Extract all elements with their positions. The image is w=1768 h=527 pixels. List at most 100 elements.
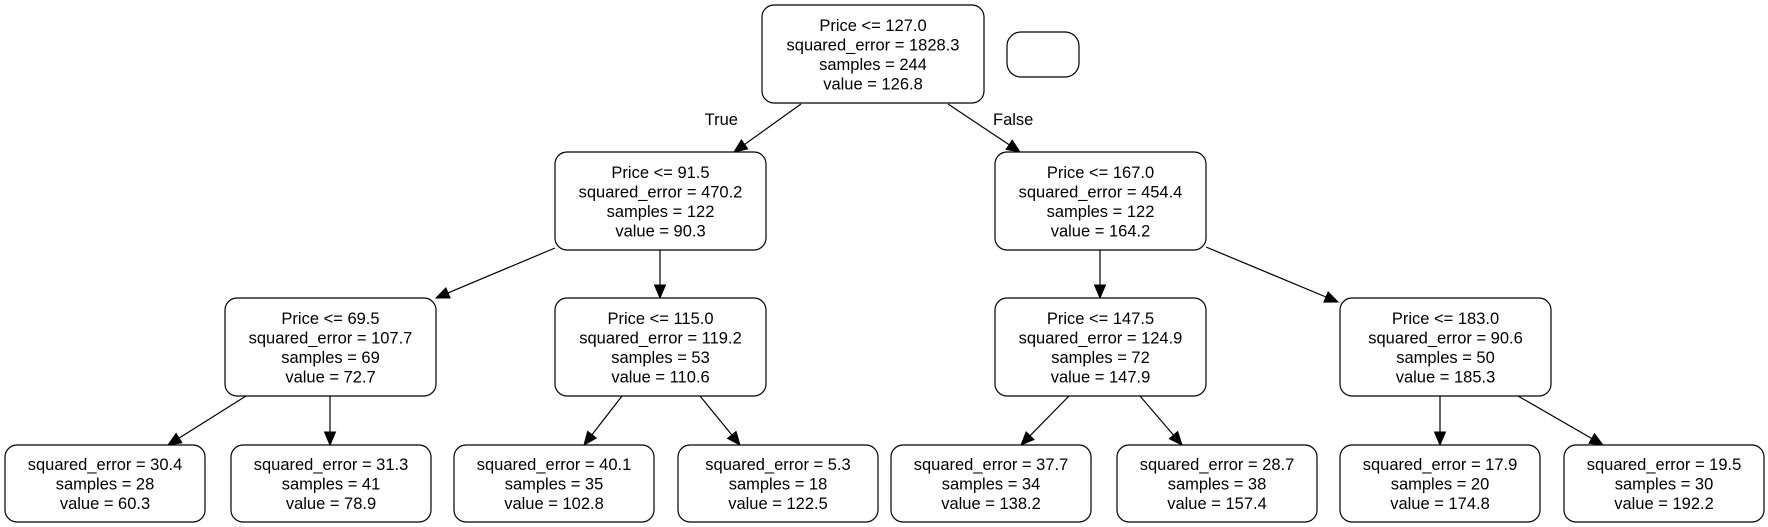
- node-text-line: value = 110.6: [611, 368, 709, 386]
- node-text-line: squared_error = 107.7: [249, 329, 413, 347]
- node-text-line: squared_error = 31.3: [254, 456, 409, 474]
- edge-n1-n3: [434, 247, 556, 299]
- arrowhead: [1323, 291, 1340, 303]
- arrowhead: [653, 284, 667, 300]
- arrowhead: [1020, 430, 1035, 446]
- node-text-line: samples = 30: [1615, 476, 1714, 494]
- node-text-line: samples = 69: [281, 349, 380, 367]
- node-text-line: samples = 122: [607, 203, 715, 221]
- arrowhead: [323, 431, 337, 447]
- node-box: [761, 4, 985, 104]
- node-text-line: value = 102.8: [504, 495, 604, 513]
- node-text-line: value = 147.9: [1051, 368, 1151, 386]
- node-box: [230, 444, 432, 523]
- node-text-line: Price <= 127.0: [819, 17, 926, 35]
- node-text-line: squared_error = 1828.3: [787, 36, 960, 54]
- node-box: [1116, 444, 1318, 523]
- node-text-line: Price <= 115.0: [607, 310, 713, 328]
- edge-n5-n12: [1139, 395, 1183, 446]
- node-box: [453, 444, 655, 523]
- node-text-line: Price <= 167.0: [1047, 164, 1154, 182]
- arrowhead: [1588, 432, 1605, 446]
- edge-line: [447, 247, 556, 294]
- node-text-line: squared_error = 90.6: [1368, 329, 1523, 347]
- edge-line: [1517, 395, 1593, 440]
- edge-label: False: [993, 111, 1033, 129]
- legend-box: [1006, 31, 1080, 78]
- arrowhead: [1433, 431, 1447, 447]
- node-text-line: samples = 35: [505, 476, 604, 494]
- edge-n4-n10: [699, 395, 741, 446]
- edge-n3-n8: [323, 396, 337, 447]
- node-text-line: squared_error = 19.5: [1587, 456, 1742, 474]
- edge-n3-n7: [166, 395, 247, 446]
- node-box: [554, 151, 767, 251]
- node-box: [1339, 444, 1541, 523]
- arrowhead: [1093, 284, 1107, 300]
- edge-n2-n6: [1205, 246, 1340, 303]
- edge-n4-n9: [583, 395, 623, 447]
- node-box: [1563, 444, 1765, 523]
- node-box: [554, 297, 767, 397]
- edge-label: True: [705, 111, 738, 129]
- node-text-line: Price <= 69.5: [281, 310, 379, 328]
- node-text-line: squared_error = 40.1: [477, 456, 632, 474]
- node-box: [994, 297, 1207, 397]
- node-text-line: samples = 50: [1396, 349, 1495, 367]
- node-text-line: squared_error = 124.9: [1019, 329, 1183, 347]
- edge-n0-n2: False: [947, 103, 1033, 153]
- node-text-line: value = 138.2: [941, 495, 1041, 513]
- edges-layer: True False: [166, 103, 1605, 447]
- node-text-line: samples = 53: [611, 349, 710, 367]
- node-text-line: squared_error = 454.4: [1019, 183, 1183, 201]
- node-text-line: value = 78.9: [286, 495, 376, 513]
- node-text-line: squared_error = 17.9: [1363, 456, 1518, 474]
- node-text-line: samples = 38: [1168, 476, 1267, 494]
- node-text-line: samples = 244: [819, 56, 927, 74]
- node-box: [224, 297, 437, 397]
- arrowhead: [726, 430, 741, 446]
- node-text-line: samples = 34: [942, 476, 1041, 494]
- edge-line: [1205, 246, 1327, 298]
- edge-n2-n5: [1093, 250, 1107, 300]
- arrowhead: [1005, 139, 1022, 153]
- node-text-line: squared_error = 119.2: [579, 329, 742, 347]
- node-text-line: samples = 18: [729, 476, 828, 494]
- edge-line: [591, 395, 623, 436]
- edge-n6-n13: [1433, 396, 1447, 447]
- node-text-line: squared_error = 30.4: [28, 456, 183, 474]
- edge-line: [947, 103, 1010, 146]
- arrowhead: [166, 432, 183, 446]
- node-box: [4, 444, 206, 523]
- arrowhead: [732, 139, 749, 153]
- edge-line: [699, 395, 733, 436]
- node-text-line: value = 90.3: [615, 222, 705, 240]
- node-box: [1006, 31, 1080, 78]
- node-text-line: value = 164.2: [1051, 222, 1151, 240]
- node-text-line: value = 185.3: [1396, 368, 1496, 386]
- arrowhead: [434, 287, 451, 299]
- node-text-line: value = 174.8: [1390, 495, 1490, 513]
- node-text-line: squared_error = 28.7: [1140, 456, 1295, 474]
- edge-n1-n4: [653, 250, 667, 300]
- arrowhead: [1168, 430, 1183, 446]
- edge-line: [1029, 395, 1070, 437]
- node-box: [890, 444, 1092, 523]
- node-text-line: squared_error = 37.7: [914, 456, 1069, 474]
- node-text-line: Price <= 147.5: [1047, 310, 1154, 328]
- node-text-line: samples = 122: [1047, 203, 1155, 221]
- node-text-line: value = 126.8: [823, 75, 923, 93]
- node-text-line: value = 192.2: [1614, 495, 1714, 513]
